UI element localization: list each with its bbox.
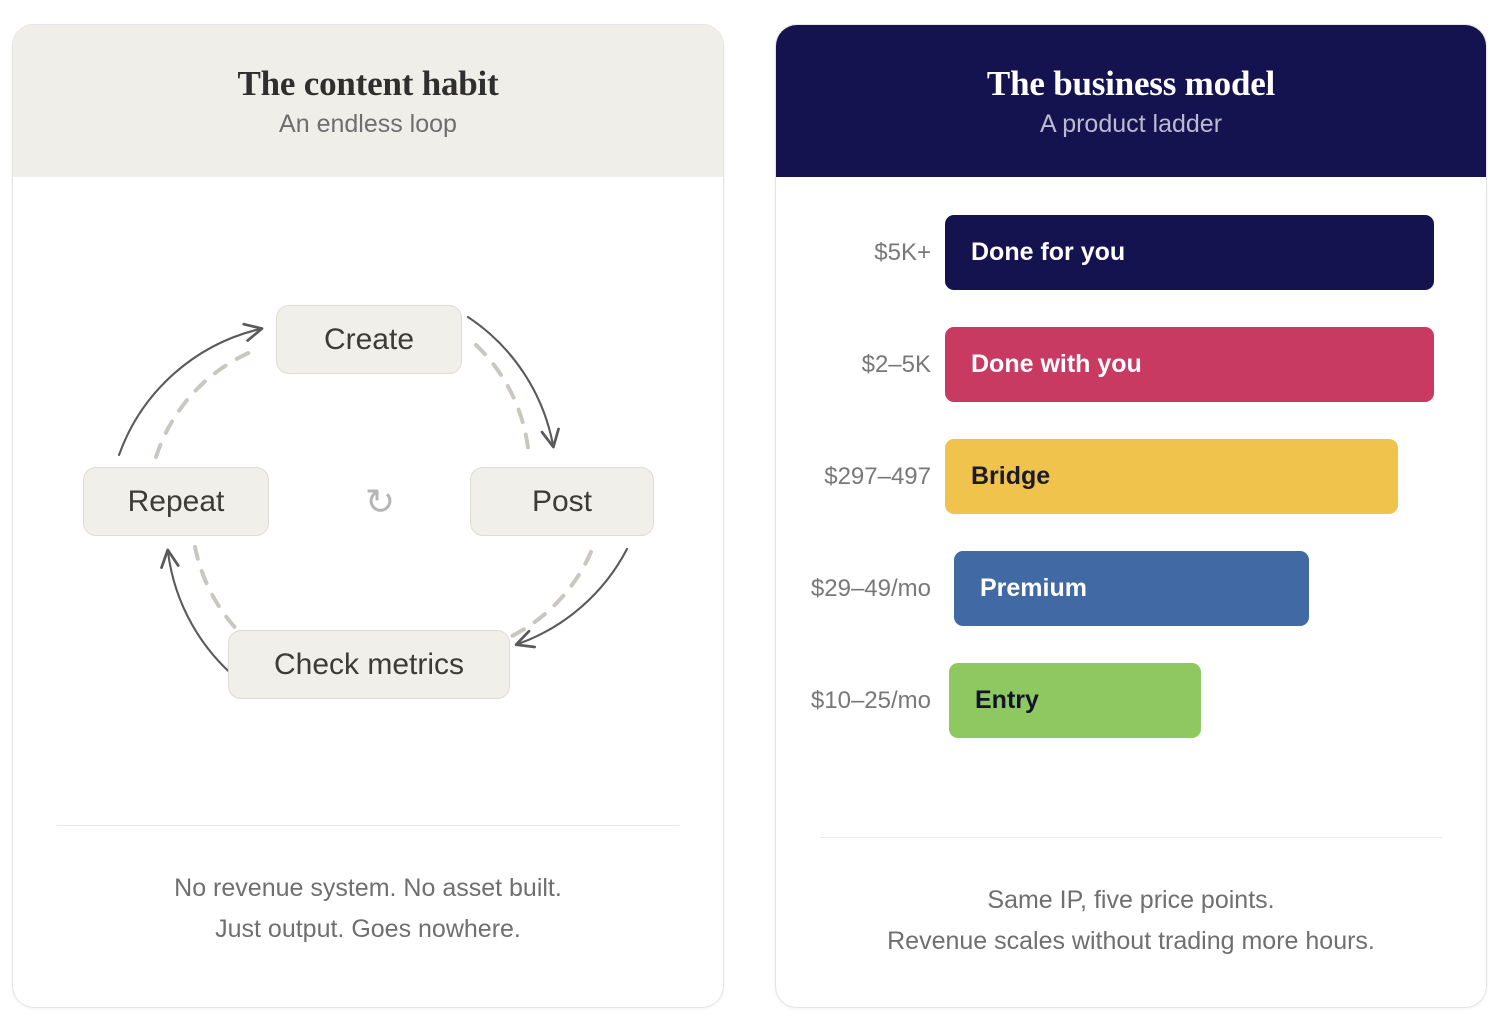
business-model-footer-line-1: Same IP, five price points. <box>987 886 1275 914</box>
ladder-row: $29–49/mo Premium <box>776 551 1486 626</box>
dashed-arc-create-post <box>474 343 531 461</box>
ladder-bar-label: Done with you <box>971 350 1142 378</box>
dashed-arc-repeat-create <box>154 347 260 459</box>
ladder-bar-label: Bridge <box>971 462 1051 490</box>
business-model-footer: Same IP, five price points. Revenue scal… <box>820 837 1442 961</box>
content-habit-title: The content habit <box>237 63 499 103</box>
ladder-row: $2–5K Done with you <box>776 327 1486 402</box>
loop-node-check-metrics[interactable]: Check metrics <box>228 630 510 699</box>
content-habit-footer: No revenue system. No asset built. Just … <box>57 825 679 949</box>
loop-node-repeat[interactable]: Repeat <box>83 467 269 536</box>
ladder-bar[interactable]: Done with you <box>945 327 1434 402</box>
arrow-post-to-metrics <box>514 547 629 649</box>
ladder-price-label: $2–5K <box>861 350 931 378</box>
refresh-loop-icon: ↻ <box>364 481 396 522</box>
ladder-row: $5K+ Done for you <box>776 215 1486 290</box>
loop-node-create[interactable]: Create <box>276 305 462 374</box>
ladder-row: $297–497 Bridge <box>776 439 1486 514</box>
ladder-bar[interactable]: Entry <box>949 663 1201 738</box>
arrow-create-to-post <box>466 315 560 449</box>
arrow-repeat-to-create <box>117 322 264 457</box>
ladder-bar-label: Entry <box>975 686 1039 714</box>
ladder-bar[interactable]: Premium <box>954 551 1309 626</box>
loop-node-post-label: Post <box>531 484 593 518</box>
dashed-arc-post-metrics <box>506 550 593 640</box>
content-habit-subtitle: An endless loop <box>279 109 457 138</box>
content-habit-footer-line-1: No revenue system. No asset built. <box>174 874 562 902</box>
business-model-card: The business model A product ladder $5K+… <box>775 24 1487 1008</box>
content-habit-footer-line-2: Just output. Goes nowhere. <box>215 914 521 943</box>
loop-node-repeat-label: Repeat <box>127 484 225 518</box>
loop-node-create-label: Create <box>323 322 415 356</box>
content-habit-header: The content habit An endless loop <box>13 25 723 177</box>
loop-node-check-metrics-label: Check metrics <box>273 647 465 681</box>
ladder-bar[interactable]: Done for you <box>945 215 1434 290</box>
content-habit-card: The content habit An endless loop <box>12 24 724 1008</box>
ladder-price-label: $29–49/mo <box>810 574 931 602</box>
ladder-price-label: $5K+ <box>874 238 931 266</box>
arrow-metrics-to-repeat <box>160 548 243 684</box>
ladder-price-label: $297–497 <box>824 462 931 490</box>
ladder-bar[interactable]: Bridge <box>945 439 1398 514</box>
business-model-title: The business model <box>986 63 1276 103</box>
business-model-body: $5K+ Done for you $2–5K Done with you $297–4… <box>776 177 1486 1007</box>
business-model-subtitle: A product ladder <box>1039 109 1223 138</box>
ladder-bar-label: Premium <box>980 574 1087 602</box>
ladder-price-label: $10–25/mo <box>810 686 931 714</box>
loop-diagram: Create Post Check metrics Repeat ↻ <box>13 177 723 837</box>
content-habit-body: Create Post Check metrics Repeat ↻ No re… <box>13 177 723 1007</box>
loop-node-post[interactable]: Post <box>470 467 654 536</box>
business-model-header: The business model A product ladder <box>776 25 1486 177</box>
product-ladder-chart: $5K+ Done for you $2–5K Done with you $297–4… <box>776 215 1486 775</box>
ladder-bar-label: Done for you <box>971 238 1126 266</box>
business-model-footer-line-2: Revenue scales without trading more hour… <box>887 926 1375 955</box>
ladder-row: $10–25/mo Entry <box>776 663 1486 738</box>
